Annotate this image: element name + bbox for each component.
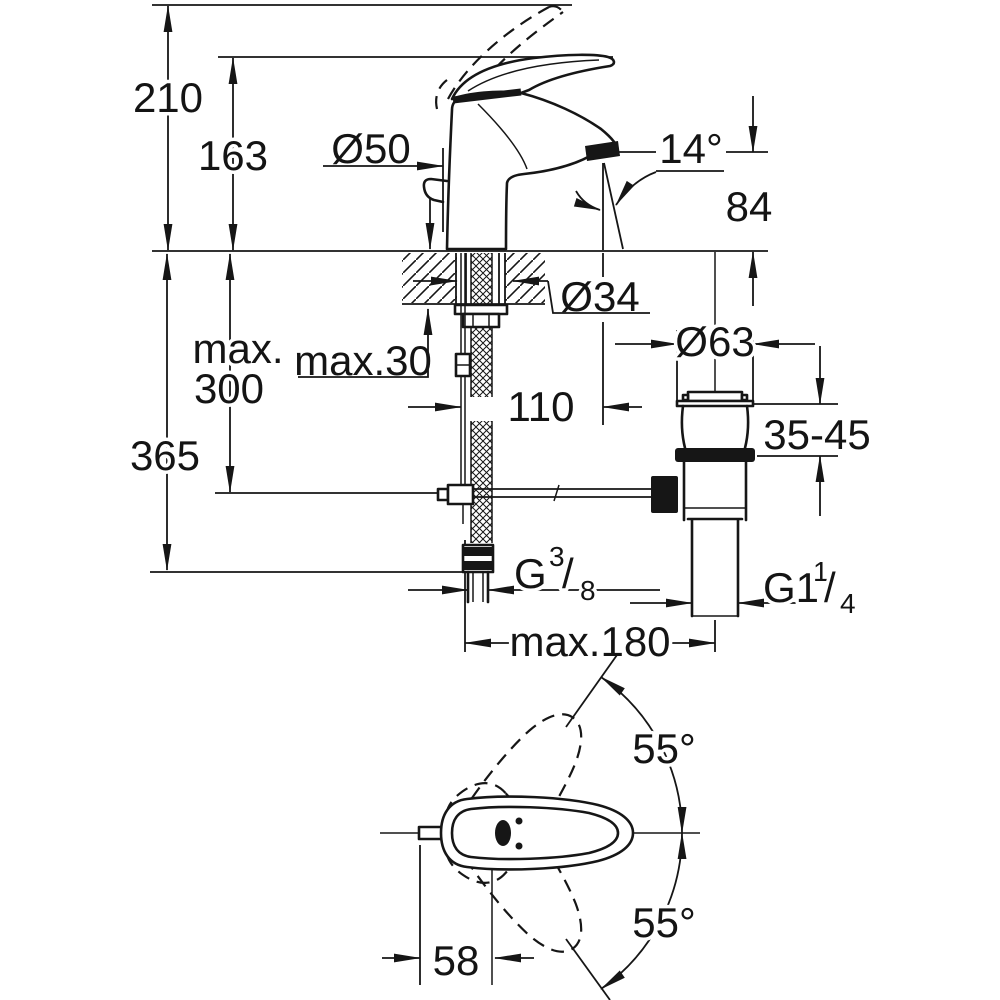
supply-thread-stub [466,570,490,604]
supply-hose [436,253,652,604]
dim-hose-drop: 365 [130,432,200,479]
dim-max-spread: max.180 [509,618,670,665]
raised-lever-dashed [447,6,550,100]
top-view: 55° 55° 58 [380,654,700,1000]
dim-swivel-angle-up: 55° [632,725,696,772]
waste-plug [686,390,744,403]
rod-end [436,487,450,502]
dim-spout-tip-height: 163 [198,132,268,179]
front-view: 210 163 Ø50 14° 84 max.30 Ø34 max. 300 3… [126,4,874,669]
stream-line [603,162,624,250]
dim-spout-projection: 110 [508,383,575,430]
label-leaders [298,161,724,378]
drain-rod [473,488,652,498]
dim-outlet-height: 84 [726,183,773,230]
reference-lines [150,4,768,573]
dim-waste-flange-diameter: Ø63 [675,318,754,365]
handle-pin [417,825,445,841]
rod-connector [446,483,475,506]
pull-rod-knob [422,177,449,204]
waste-tailpipe [690,518,740,618]
dim-waste-clamp-range: 35-45 [763,411,870,458]
dim-max-rod-drop-2: 300 [194,365,264,412]
dim-waste-thread: G1 1 / 4 [763,556,856,619]
swivel-arc-down [600,832,687,990]
faucet-body [422,5,624,425]
spout-body [445,91,619,251]
waste-seal [675,448,755,462]
dim-supply-thread: G 3 / 8 [514,541,596,606]
dim-handle-pin-offset: 58 [433,937,480,984]
dim-max-rod-drop-1: max. [192,325,283,372]
dim-swivel-angle-down: 55° [632,899,696,946]
pop-up-waste [651,252,755,618]
dim-body-diameter: Ø50 [331,125,410,172]
swivel-arc-up [600,676,687,834]
vertical-dimensions [162,5,825,571]
aerator [585,141,620,161]
handle-marker-dot [495,820,511,846]
dim-overall-height: 210 [133,74,203,121]
dim-spout-angle: 14° [659,125,723,172]
knurled-nut [651,476,678,513]
